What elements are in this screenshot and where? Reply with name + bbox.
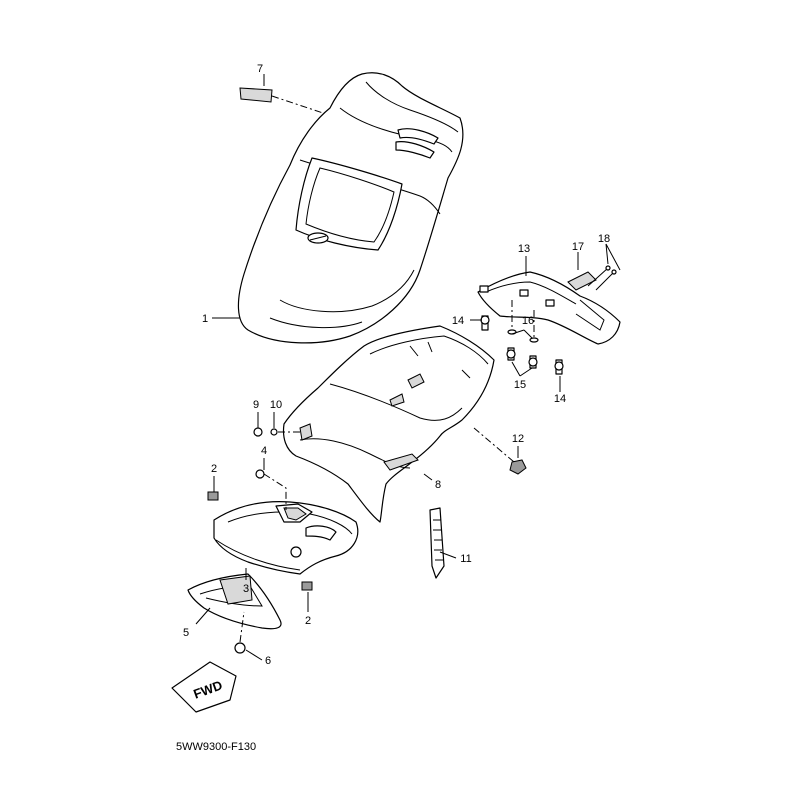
callout-16: 16 xyxy=(522,315,534,327)
fasteners xyxy=(207,300,564,654)
callout-3: 3 xyxy=(243,583,249,595)
callout-labels: 7 1 9 10 4 2 3 2 5 6 8 11 12 13 17 18 14… xyxy=(183,63,610,667)
callout-15: 15 xyxy=(514,379,526,391)
callout-8: 8 xyxy=(435,479,441,491)
part-1-front-cover xyxy=(237,72,464,344)
part-3-lower-panel xyxy=(213,501,359,575)
leader-lines xyxy=(195,74,621,661)
callout-5: 5 xyxy=(183,627,189,639)
callout-17: 17 xyxy=(572,241,584,253)
part-11-cable-tie xyxy=(429,507,445,579)
figure-code: 5WW9300-F130 xyxy=(176,741,256,753)
part-13-bracket xyxy=(477,265,621,345)
part-5-under-cover xyxy=(187,573,282,630)
fwd-arrow: FWD xyxy=(171,661,237,713)
callout-6: 6 xyxy=(265,655,271,667)
callout-9: 9 xyxy=(253,399,259,411)
callout-13: 13 xyxy=(518,243,530,255)
callout-7: 7 xyxy=(257,63,263,75)
callout-14-left: 14 xyxy=(452,315,464,327)
callout-12: 12 xyxy=(512,433,524,445)
callout-10: 10 xyxy=(270,399,282,411)
callout-14-right: 14 xyxy=(554,393,566,405)
part-8-inner-panel xyxy=(282,325,495,523)
callout-4: 4 xyxy=(261,445,267,457)
callout-18: 18 xyxy=(598,233,610,245)
callout-11: 11 xyxy=(460,553,471,565)
callout-2-bottom: 2 xyxy=(305,615,311,627)
callout-2-top: 2 xyxy=(211,463,217,475)
callout-1: 1 xyxy=(202,313,208,325)
part-7-emblem xyxy=(239,87,351,123)
